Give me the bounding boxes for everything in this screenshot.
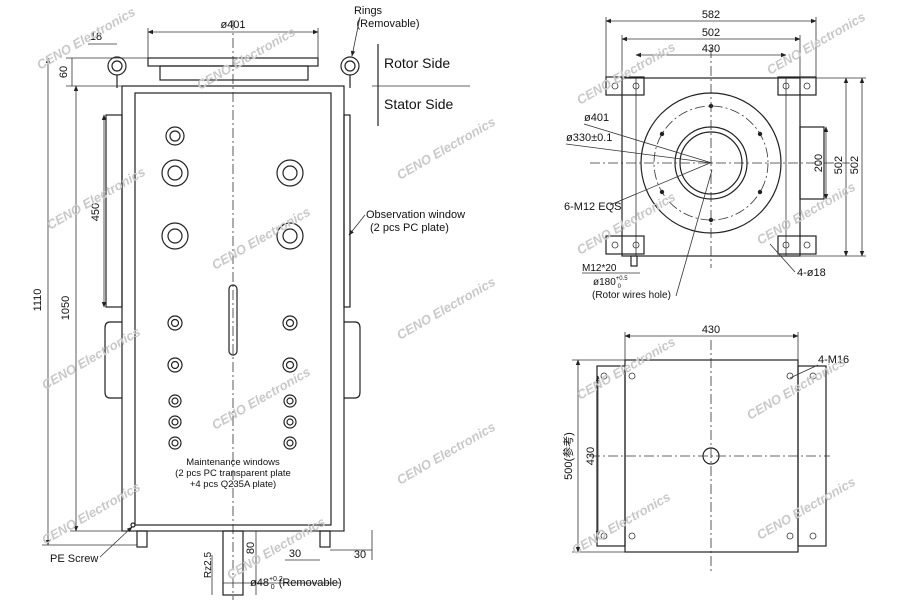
watermarks: CENO Electronics CENO Electronics CENO E… [34, 4, 868, 583]
watermark-text: CENO Electronics [394, 114, 498, 183]
dim-582: 582 [702, 9, 720, 21]
watermark-text: CENO Electronics [209, 364, 313, 433]
dim-502-v2: 502 [849, 156, 861, 174]
lug-tl [605, 76, 645, 96]
pe-screw-mark [130, 522, 136, 528]
observation-window-left [105, 114, 123, 308]
rings-label-line2: (Removable) [357, 18, 420, 30]
watermark-text: CENO Electronics [754, 474, 858, 543]
bolt-circle [653, 105, 769, 221]
watermark-text: CENO Electronics [574, 39, 678, 108]
dim-holes: 6-M12 EQS [564, 201, 621, 213]
lug-tr [777, 76, 817, 96]
cable-glands [161, 126, 304, 450]
dim-200: 200 [813, 154, 825, 172]
dim-180-tol-lower: 0 [618, 284, 622, 290]
dim-330: ø330±0.1 [566, 132, 612, 144]
dim-430-top: 430 [702, 43, 720, 55]
watermark-text: CENO Electronics [39, 324, 143, 393]
center-slot [228, 284, 238, 356]
watermark-text: CENO Electronics [394, 274, 498, 343]
dim-500: 500(参考) [561, 432, 575, 480]
stator-side-label: Stator Side [384, 96, 453, 112]
dim-m12: M12*20 [582, 263, 617, 274]
maintenance-label-line3: +4 pcs Q235A plate) [190, 479, 276, 490]
dim-430-bottom: 430 [702, 324, 720, 336]
dim-502: 502 [702, 27, 720, 39]
lifting-ring-right [340, 56, 360, 88]
dim-shaft: ø48 [250, 577, 269, 589]
dim-top-width: ø401 [220, 19, 245, 31]
pe-screw-label: PE Screw [50, 553, 98, 565]
maintenance-label-line1: Maintenance windows [186, 457, 280, 468]
watermark-text: CENO Electronics [44, 164, 148, 233]
dim-4-18: 4-ø18 [797, 267, 826, 279]
handle-left [104, 321, 122, 399]
watermark-text: CENO Electronics [569, 489, 673, 558]
watermark-text: CENO Electronics [394, 419, 498, 488]
rotor-side-label: Rotor Side [384, 55, 450, 71]
lifting-ring-left [107, 56, 127, 88]
watermark-text: CENO Electronics [574, 189, 678, 258]
dim-ring-offset: 18 [90, 31, 102, 43]
watermark-text: CENO Electronics [39, 479, 143, 548]
dim-foot-b: 30 [354, 549, 366, 561]
foot-left [136, 530, 148, 548]
dim-430-v: 430 [585, 447, 597, 465]
foot-right [319, 530, 331, 548]
dim-4-m16: 4-M16 [818, 354, 849, 366]
observation-label-line2: (2 pcs PC plate) [370, 222, 449, 234]
rotor-wires-label: (Rotor wires hole) [592, 290, 671, 301]
dim-180-tol-upper: +0.5 [616, 276, 629, 282]
dim-top-height: 60 [58, 66, 70, 78]
dim-401: ø401 [584, 112, 609, 124]
dim-shaft-note: (Removable) [279, 577, 342, 589]
rings-label-line1: Rings [354, 5, 383, 17]
dim-shaft-tol-upper: +0.2 [269, 576, 283, 583]
side-view: ø401 18 60 1110 1050 450 80 Rz2.5 30 30 … [32, 5, 470, 600]
lug-bl [605, 235, 645, 255]
top-collar [159, 65, 309, 81]
top-view: 582 502 430 ø401 ø330±0.1 6-M12 EQS 200 … [564, 9, 866, 301]
dim-shaft-tol-lower: 0 [271, 584, 275, 591]
dim-base-radius: Rz2.5 [203, 552, 214, 579]
shaft [222, 530, 244, 596]
watermark-text: CENO Electronics [224, 514, 328, 583]
lug-br [777, 235, 817, 255]
dim-window-height: 450 [90, 203, 102, 221]
dim-base-height: 80 [245, 542, 257, 554]
watermark-text: CENO Electronics [209, 204, 313, 273]
watermark-text: CENO Electronics [754, 179, 858, 248]
maintenance-label-line2: (2 pcs PC transparent plate [175, 468, 291, 479]
m12-stud [630, 255, 638, 267]
watermark-text: CENO Electronics [34, 4, 138, 73]
watermark-text: CENO Electronics [744, 354, 848, 423]
dim-502-v1: 502 [833, 156, 845, 174]
dim-total-height: 1110 [32, 289, 44, 312]
observation-window-right [343, 114, 351, 308]
dim-180: ø180 [593, 277, 616, 288]
watermark-text: CENO Electronics [574, 334, 678, 403]
handle-right [344, 321, 361, 399]
dim-body-height: 1050 [60, 296, 72, 320]
dim-foot-a: 30 [289, 548, 301, 560]
dim-180-group: ø180+0.5 0 [593, 276, 628, 290]
observation-label-line1: Observation window [366, 209, 465, 221]
bottom-view: 430 4-M16 430 500(参考) [561, 324, 849, 572]
